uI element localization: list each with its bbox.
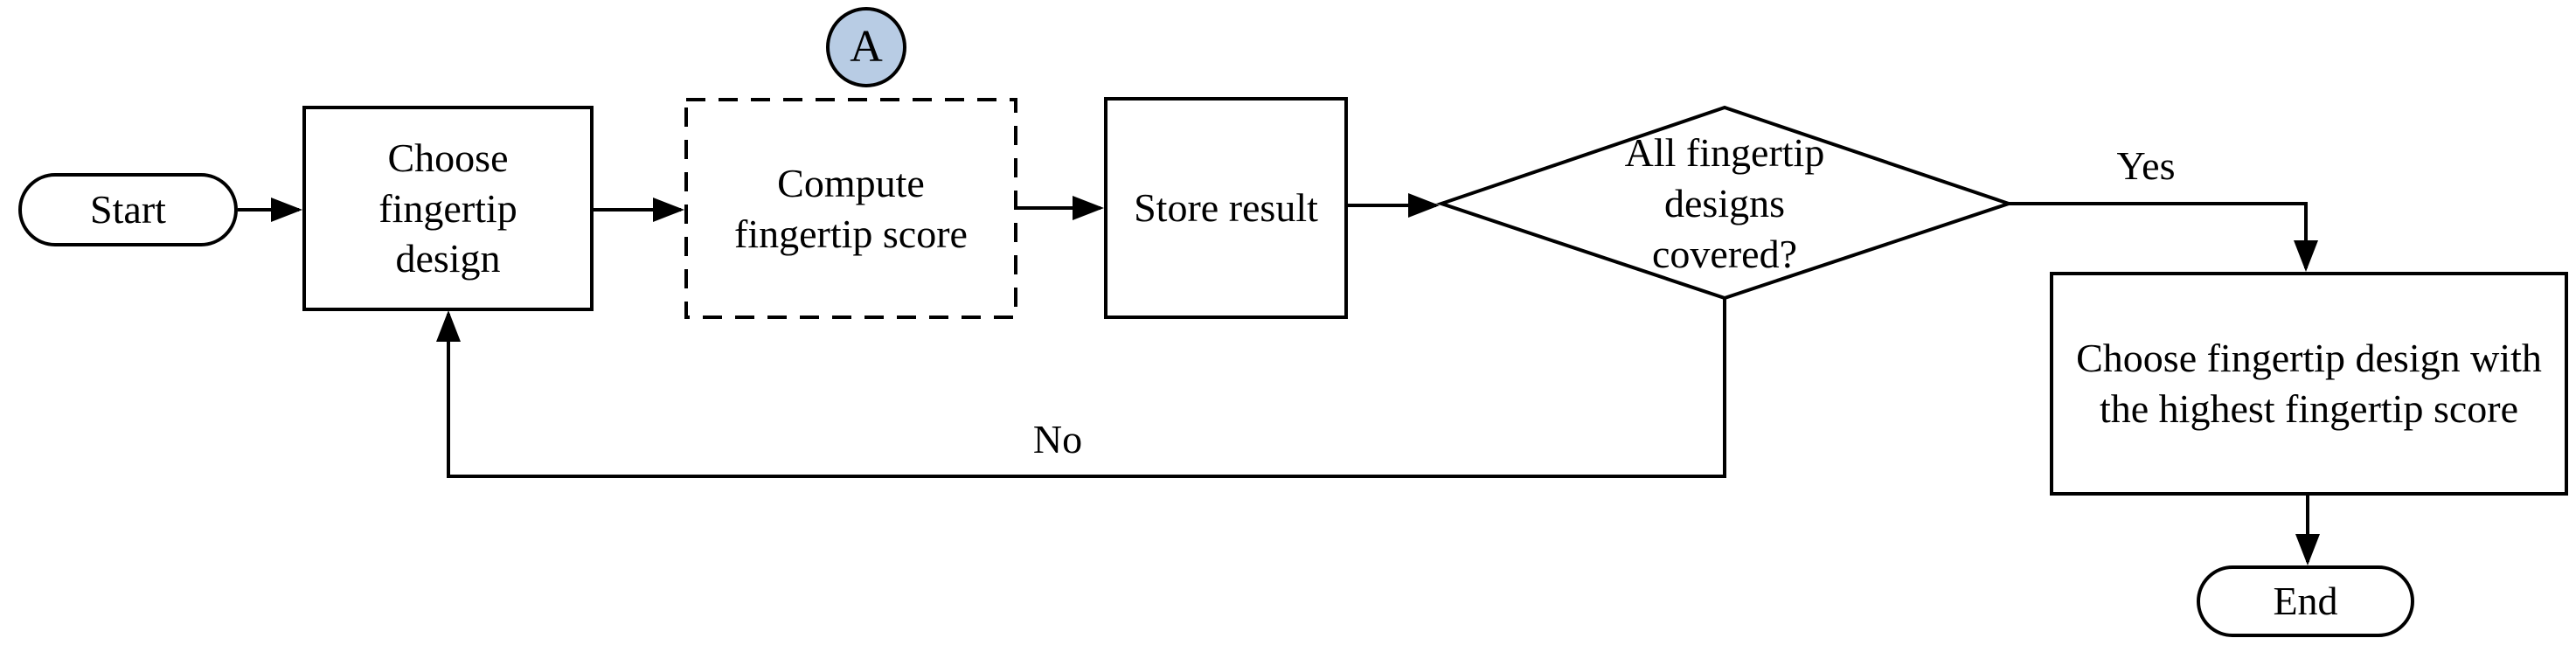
start-terminator-shape [18, 173, 238, 246]
end-terminator-shape [2197, 565, 2414, 637]
yes-branch-label: Yes [2116, 142, 2176, 188]
choose-highest-box-shape [2050, 272, 2568, 496]
compute-score-dashed-box-shape [684, 98, 1017, 319]
edge-decision-no-loop [436, 298, 1726, 478]
choose-design-box-shape [302, 106, 594, 311]
edge-decision-yes [2009, 202, 2318, 272]
store-result-box-shape [1104, 97, 1348, 319]
connector-a-circle-shape [826, 7, 906, 87]
decision-diamond-shape [1435, 105, 2015, 301]
no-branch-label: No [1032, 416, 1083, 461]
